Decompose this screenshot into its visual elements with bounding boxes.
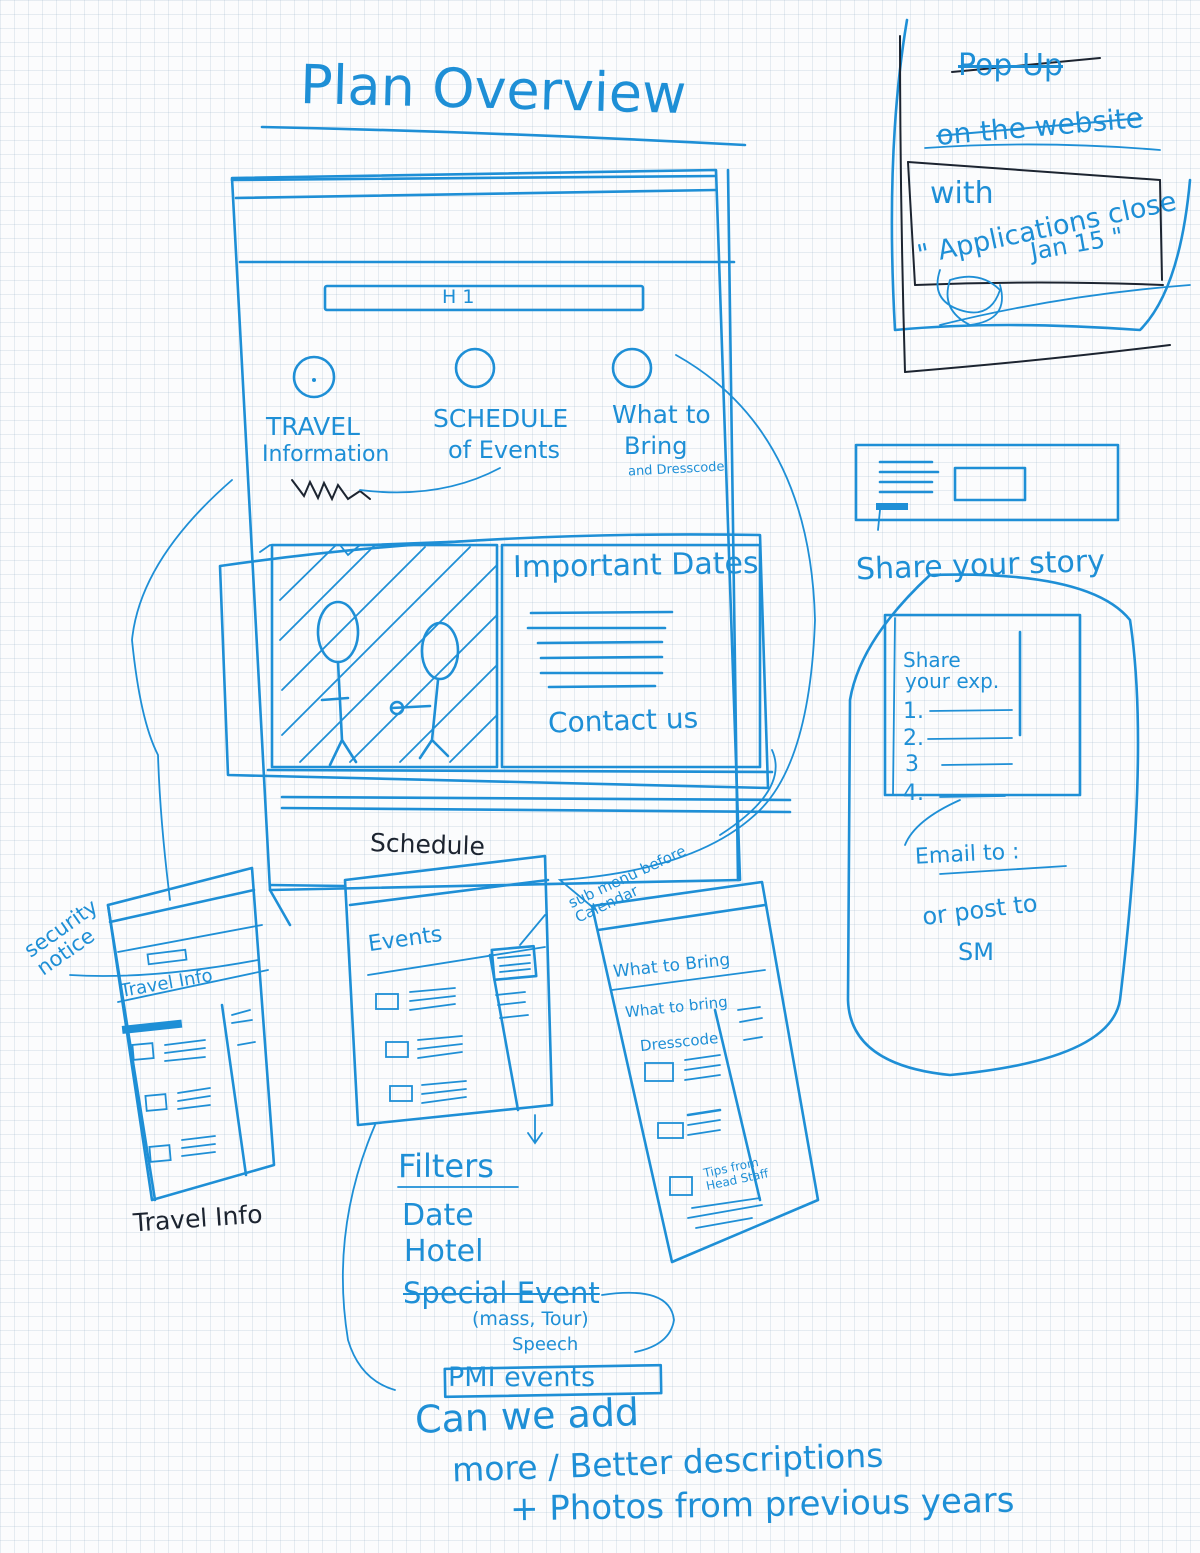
- share-item-2: 2.: [903, 726, 924, 751]
- popup-with: with: [930, 176, 994, 211]
- nav-travel-line2: Information: [262, 442, 390, 467]
- connector-schedule: [719, 749, 777, 836]
- what-to-bring-sketch: [590, 880, 820, 1264]
- title-underline: [260, 125, 747, 147]
- share-story-sketch: [846, 443, 1140, 1077]
- nav-schedule-line2: of Events: [448, 436, 561, 464]
- note-photos: + Photos from previous years: [509, 1480, 1015, 1530]
- share-form-title-1: Share: [903, 648, 961, 672]
- page-title: Plan Overview: [299, 52, 688, 127]
- filter-special-event: Special Event: [403, 1276, 600, 1310]
- connector-travel: [131, 479, 233, 901]
- schedule-caption: Schedule: [369, 828, 486, 861]
- popup-sketch: [890, 18, 1192, 373]
- share-item-4: 4.: [903, 781, 924, 806]
- filter-speech: Speech: [512, 1334, 579, 1355]
- schedule-sketch: [341, 854, 675, 1399]
- filter-hotel: Hotel: [404, 1234, 484, 1269]
- share-item-3: 3: [905, 752, 919, 777]
- share-form-title-2: your exp.: [905, 669, 1000, 693]
- filter-pmi-events: PMI events: [448, 1362, 596, 1393]
- nav-schedule-line1: SCHEDULE: [433, 404, 569, 433]
- share-sm: SM: [958, 938, 994, 966]
- popup-title: Pop Up: [958, 48, 1063, 83]
- filter-mass-tour: (mass, Tour): [472, 1308, 589, 1330]
- travel-info-sketch: [69, 866, 276, 1202]
- nav-bring-line2: Bring: [624, 432, 688, 460]
- main-wireframe: [218, 168, 792, 927]
- filter-date: Date: [402, 1198, 474, 1233]
- share-email-to: Email to :: [914, 839, 1021, 870]
- nav-bring-line1: What to: [612, 400, 711, 429]
- main-h1-label: H 1: [442, 286, 475, 308]
- contact-us-label: Contact us: [547, 701, 699, 740]
- note-can-we-add: Can we add: [414, 1390, 640, 1442]
- important-dates-label: Important Dates: [512, 545, 759, 586]
- nav-travel-line1: TRAVEL: [266, 412, 360, 441]
- filters-title: Filters: [398, 1147, 494, 1185]
- share-item-1: 1.: [903, 699, 924, 724]
- share-story-label: Share your story: [855, 543, 1106, 588]
- connector-bring: [557, 354, 816, 911]
